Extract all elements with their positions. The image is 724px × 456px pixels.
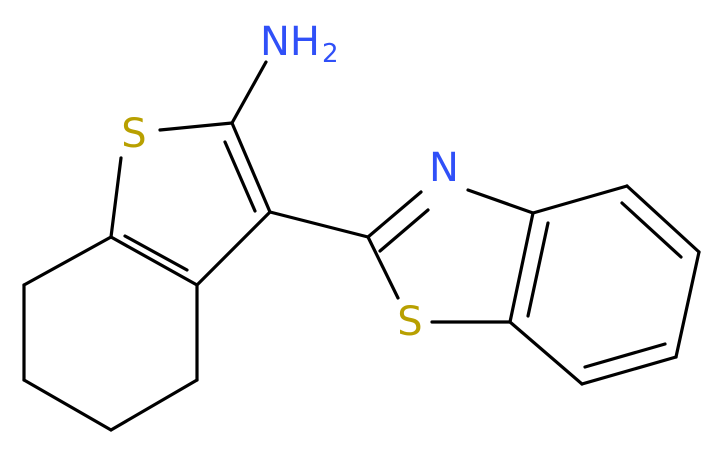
bond-c2-c3-double	[223, 140, 257, 213]
bond-s1-c2	[158, 121, 234, 132]
atom-label-nh2-subscript: 2	[322, 39, 339, 69]
bond-c3-c2prime	[268, 210, 370, 239]
atom-labels: NH 2 S N S	[121, 19, 459, 345]
bond-c6prime-c7prime-double	[583, 342, 667, 369]
bond-c4prime-c5prime	[625, 184, 701, 254]
bond-c7prime-c7aprime	[508, 320, 584, 386]
bond-c7a-c7	[22, 235, 113, 287]
bond-c2-nh2	[230, 60, 268, 125]
bond-c5prime-c6prime	[674, 250, 701, 359]
bond-c2prime-n3prime-double	[378, 208, 430, 253]
bond-c2prime-n3prime	[366, 190, 423, 239]
bond-c7a-s1	[109, 156, 123, 239]
bond-c3-c3a	[195, 210, 272, 287]
bond-n3prime-c3aprime	[466, 188, 535, 215]
bond-c3aprime-c7aprime	[508, 211, 535, 324]
bond-c5-c4	[109, 378, 199, 432]
bond-s1prime-c2prime	[366, 235, 400, 300]
atom-label-thiazole-s: S	[397, 299, 422, 345]
bonds	[22, 60, 701, 432]
bond-c6-c5	[22, 378, 113, 432]
bond-c4prime-c5prime-double	[620, 201, 683, 259]
bond-c3aprime-c7aprime-inner	[526, 221, 550, 318]
bond-c3a-c7a	[109, 235, 199, 287]
atom-label-thiophene-s: S	[121, 111, 146, 157]
bond-c3aprime-c4prime	[531, 184, 629, 215]
atom-label-thiazole-n: N	[429, 145, 459, 191]
bond-c2-c3	[230, 121, 272, 214]
atom-label-nh2: NH	[260, 19, 320, 65]
bond-c3a-c7a-double	[123, 234, 189, 272]
bond-c6prime-c7prime	[580, 355, 678, 386]
